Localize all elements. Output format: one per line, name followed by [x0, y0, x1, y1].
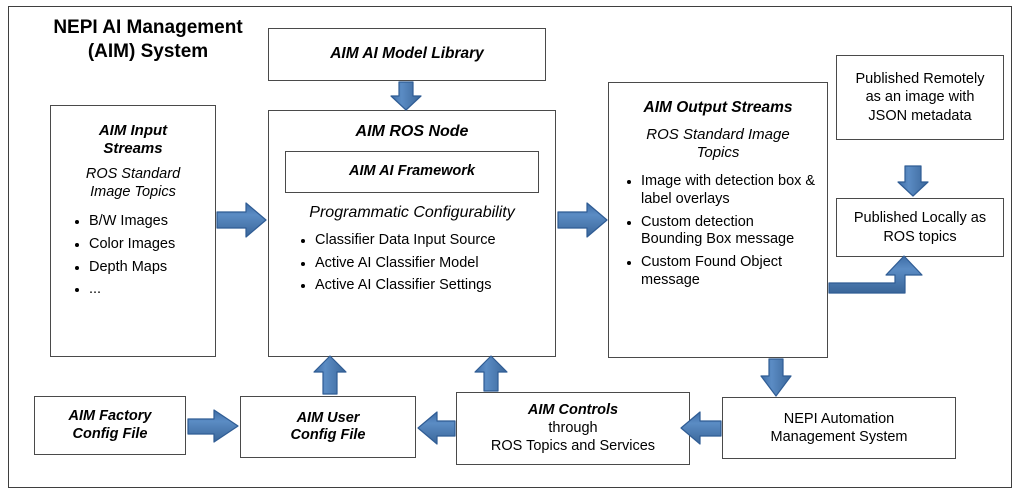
node-aim-input-streams[interactable]: AIM Input Streams ROS Standard Image Top… [50, 105, 216, 357]
node-text: Published Remotely as an image with JSON… [856, 70, 985, 124]
page-title: NEPI AI Management (AIM) System [28, 16, 268, 64]
node-aim-ai-framework[interactable]: AIM AI Framework [285, 150, 539, 193]
list-item: Color Images [75, 236, 209, 254]
node-subtitle: ROS Standard Image Topics [646, 126, 789, 162]
list-item: Custom Found Object message [627, 254, 819, 289]
node-published-locally[interactable]: Published Locally as ROS topics [836, 198, 1004, 257]
output-streams-bullet-list: Image with detection box & label overlay… [617, 173, 819, 294]
node-aim-user-config-file[interactable]: AIM User Config File [240, 396, 416, 458]
node-title: AIM AI Framework [349, 163, 475, 180]
node-text-line-1: Published Locally as [853, 210, 987, 227]
list-item: ... [75, 281, 209, 299]
page-title-line-2: (AIM) System [87, 40, 209, 62]
node-title: AIM AI Model Library [330, 45, 484, 63]
node-text-line-3: ROS Topics and Services [490, 438, 656, 455]
list-item: Active AI Classifier Model [301, 255, 545, 273]
node-text-line-1: NEPI Automation [783, 410, 895, 427]
node-title: AIM Output Streams [643, 99, 793, 116]
node-title-line-2: Streams [103, 139, 163, 157]
node-aim-factory-config-file[interactable]: AIM Factory Config File [34, 396, 186, 455]
node-title-line-2: Config File [290, 427, 366, 443]
node-text-line-1: Published Remotely [855, 71, 985, 88]
node-subtitle: ROS Standard Image Topics [86, 166, 180, 201]
input-streams-bullet-list: B/W Images Color Images Depth Maps ... [57, 213, 209, 304]
node-title: AIM ROS Node [355, 123, 469, 140]
node-nepi-automation-management-system[interactable]: NEPI Automation Management System [722, 397, 956, 459]
diagram-outer-frame [8, 6, 1012, 488]
node-title: AIM User Config File [291, 410, 366, 444]
list-item: Classifier Data Input Source [301, 232, 545, 250]
node-aim-output-streams[interactable]: AIM Output Streams ROS Standard Image To… [608, 82, 828, 358]
node-title: AIM Input Streams [99, 122, 167, 157]
node-title: AIM Factory Config File [69, 408, 152, 442]
ros-node-bullet-list: Classifier Data Input Source Active AI C… [279, 232, 545, 300]
node-text: Published Locally as ROS topics [854, 209, 986, 245]
node-subtitle: Programmatic Configurability [309, 203, 515, 221]
node-text-line-2: ROS topics [883, 228, 957, 245]
node-text-line-2: as an image with [865, 89, 975, 106]
node-title-line-1: AIM Factory [68, 408, 152, 425]
node-title: AIM Controls [527, 401, 619, 418]
node-aim-controls[interactable]: AIM Controls through ROS Topics and Serv… [456, 392, 690, 465]
list-item: B/W Images [75, 213, 209, 231]
list-item: Active AI Classifier Settings [301, 277, 545, 295]
node-title-line-1: AIM User [296, 409, 360, 426]
node-aim-ros-node[interactable]: AIM ROS Node AIM AI Framework Programmat… [268, 110, 556, 357]
list-item: Depth Maps [75, 259, 209, 277]
node-subtitle-line-2: Image Topics [90, 183, 176, 200]
node-text: NEPI Automation Management System [770, 410, 907, 446]
node-text-line-3: JSON metadata [868, 107, 972, 124]
node-published-remotely[interactable]: Published Remotely as an image with JSON… [836, 55, 1004, 140]
node-aim-ai-model-library[interactable]: AIM AI Model Library [268, 28, 546, 81]
node-title-line-2: Config File [72, 425, 148, 442]
node-text-line-2: Management System [770, 429, 908, 445]
page-title-line-1: NEPI AI Management [53, 17, 243, 38]
node-title-line-1: AIM Input [98, 122, 168, 139]
list-item: Custom detection Bounding Box message [627, 214, 819, 249]
node-subtitle-line-2: Topics [696, 144, 740, 162]
node-subtitle-line-1: ROS Standard [85, 166, 181, 183]
list-item: Image with detection box & label overlay… [627, 173, 819, 208]
node-text-line-2: through [548, 419, 598, 436]
node-subtitle-line-1: ROS Standard Image [646, 126, 790, 144]
